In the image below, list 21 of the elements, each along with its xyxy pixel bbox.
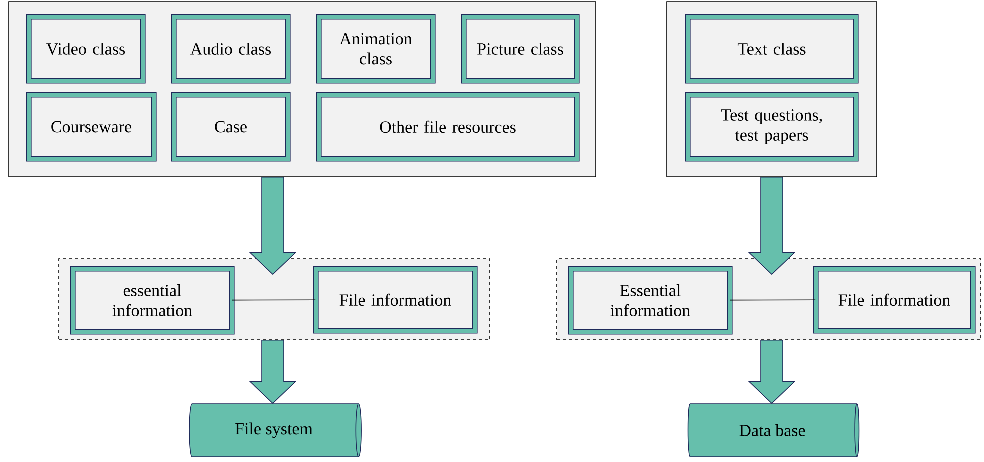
block-arrow <box>748 340 796 404</box>
class-box: essential information <box>70 266 235 335</box>
class-box: Animation class <box>316 14 436 84</box>
class-box: Audio class <box>171 14 291 84</box>
block-arrow <box>748 176 796 276</box>
storage-cylinder: Data base <box>688 404 860 458</box>
class-box: Video class <box>26 14 146 84</box>
connector-line <box>232 300 316 301</box>
class-box: Test questions, test papers <box>685 92 859 162</box>
block-arrow <box>249 340 297 404</box>
block-arrow <box>249 176 297 276</box>
class-box: Case <box>171 92 291 162</box>
class-box: Courseware <box>26 92 157 162</box>
connector-line <box>730 300 816 301</box>
storage-cylinder: File system <box>189 404 362 458</box>
class-box: File information <box>313 266 478 334</box>
class-box: File information <box>813 266 976 334</box>
class-box: Other file resources <box>316 92 580 162</box>
class-box: Essential information <box>568 266 733 335</box>
class-box: Picture class <box>461 14 580 84</box>
class-box: Text class <box>685 14 859 84</box>
